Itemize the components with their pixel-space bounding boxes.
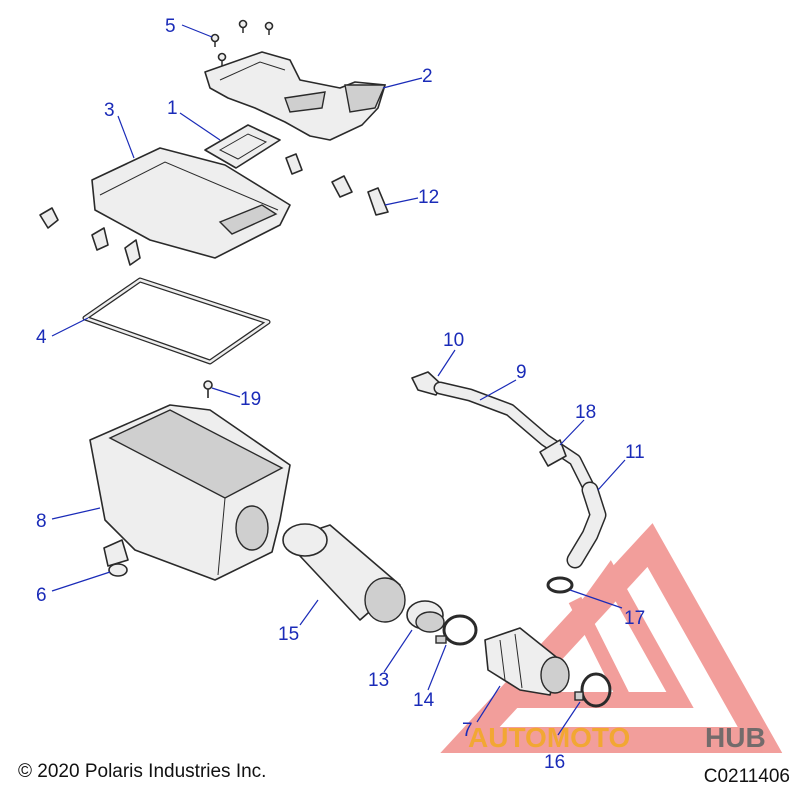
screw-icon	[217, 52, 227, 66]
cover-clips	[39, 153, 389, 266]
part-8-airbox-housing	[89, 404, 291, 581]
callout-5: 5	[165, 16, 176, 37]
callout-11: 11	[625, 442, 645, 463]
diagram-code: C0211406	[703, 766, 790, 787]
callout-labels: 5 2 3 1 12 4 10 9 19 18 11 8 6 17 15 13 …	[36, 16, 645, 773]
part-17-clamp	[546, 576, 574, 594]
part-9-breather-hose	[433, 381, 597, 497]
callout-9: 9	[516, 362, 527, 383]
callout-17: 17	[624, 608, 645, 629]
part-5-screws	[210, 19, 274, 66]
callout-7: 7	[462, 720, 473, 741]
part-19-screw	[203, 380, 213, 398]
watermark-word-hub: HUB	[705, 722, 766, 753]
part-6-grommet	[108, 563, 128, 577]
watermark-word-automoto: AUTOMOTO	[468, 722, 630, 753]
part-14-clamp	[435, 614, 478, 646]
callout-13: 13	[368, 670, 389, 691]
callout-14: 14	[413, 690, 435, 711]
callout-12: 12	[418, 187, 439, 208]
callout-15: 15	[278, 624, 299, 645]
callout-16: 16	[544, 752, 565, 773]
part-15-air-filter	[282, 523, 406, 623]
screw-icon	[210, 33, 220, 47]
callout-2: 2	[422, 66, 433, 87]
callout-19: 19	[240, 389, 261, 410]
screw-icon	[238, 19, 248, 33]
part-2-intake-duct	[204, 51, 387, 141]
callout-3: 3	[104, 100, 115, 121]
part-13-coupler	[406, 600, 445, 633]
callout-8: 8	[36, 511, 47, 532]
screw-icon	[264, 21, 274, 35]
part-4-seal-ring	[82, 277, 271, 365]
callout-4: 4	[36, 327, 47, 348]
part-16-clamp	[574, 672, 612, 708]
part-1-gasket	[204, 124, 281, 169]
callout-10: 10	[443, 330, 464, 351]
part-3-airbox-cover	[91, 147, 291, 259]
part-18-clip	[539, 439, 567, 467]
callout-1: 1	[167, 98, 178, 119]
callout-18: 18	[575, 402, 596, 423]
automotohub-watermark	[440, 523, 783, 753]
part-7-intake-boot	[484, 627, 570, 696]
leader-lines	[51, 24, 626, 736]
part-11-hose-elbow	[566, 481, 607, 569]
callout-6: 6	[36, 585, 47, 606]
copyright-notice: © 2020 Polaris Industries Inc.	[18, 761, 267, 782]
